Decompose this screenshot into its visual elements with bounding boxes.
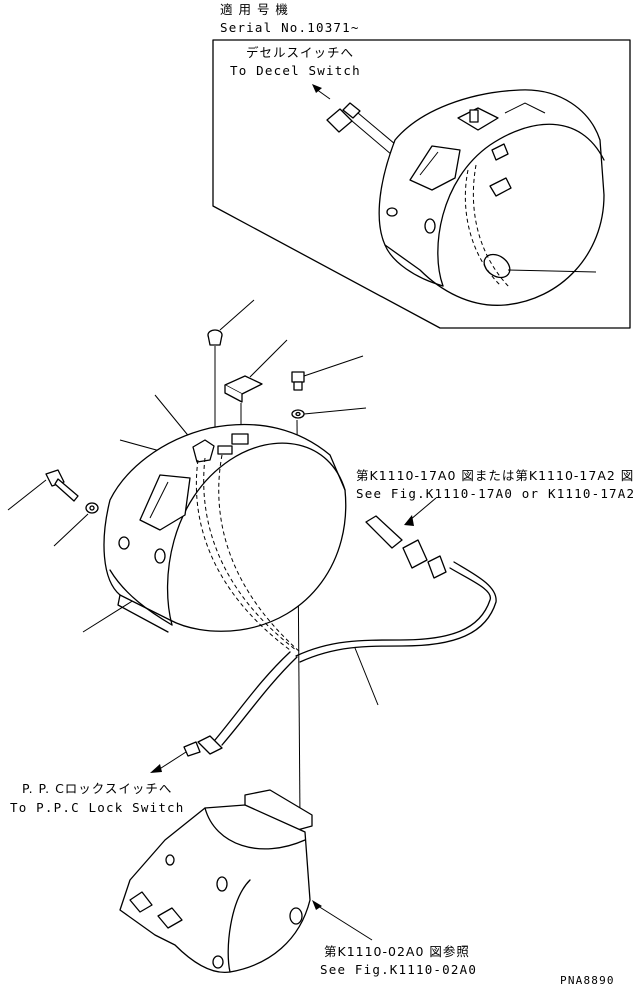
ref-bracket-label-jp: 第K1110-02A0 図参照 <box>324 944 470 959</box>
inset-console-housing <box>378 89 605 306</box>
ref-fig-label-en: See Fig.K1110-17A0 or K1110-17A2 <box>356 486 634 501</box>
decel-switch-label-jp: デセルスイッチへ <box>246 45 354 60</box>
bracket-arrow-icon <box>312 900 322 910</box>
decel-arrow-icon <box>312 84 322 93</box>
right-harness <box>295 497 497 706</box>
inset-frame <box>212 39 631 329</box>
decel-switch-label-en: To Decel Switch <box>230 63 361 78</box>
ref-arrow-icon <box>404 515 414 526</box>
inset-connector-icon <box>326 102 421 173</box>
serial-number-label: Serial No.10371~ <box>220 20 360 35</box>
bolt-part <box>291 355 364 391</box>
ppc-lock-label-jp: P. P. Cロックスイッチへ <box>22 781 172 796</box>
drawing-code: PNA8890 <box>560 974 615 987</box>
cap-part <box>207 299 255 445</box>
ppc-lock-label-en: To P.P.C Lock Switch <box>10 800 185 815</box>
side-washer-part <box>53 502 99 547</box>
plate-part <box>224 339 288 438</box>
bracket-part <box>119 789 373 974</box>
ppc-arrow-icon <box>150 764 162 773</box>
main-console-housing <box>103 423 347 653</box>
ppc-harness <box>150 651 298 773</box>
leader-line <box>82 599 135 633</box>
applicable-machine-label: 適 用 号 機 <box>220 2 289 17</box>
ref-bracket-label-en: See Fig.K1110-02A0 <box>320 962 477 977</box>
ref-fig-label-jp: 第K1110-17A0 図または第K1110-17A2 図参照 <box>356 468 634 483</box>
side-bolt-part <box>7 469 79 511</box>
decel-arrow-line <box>315 88 331 100</box>
